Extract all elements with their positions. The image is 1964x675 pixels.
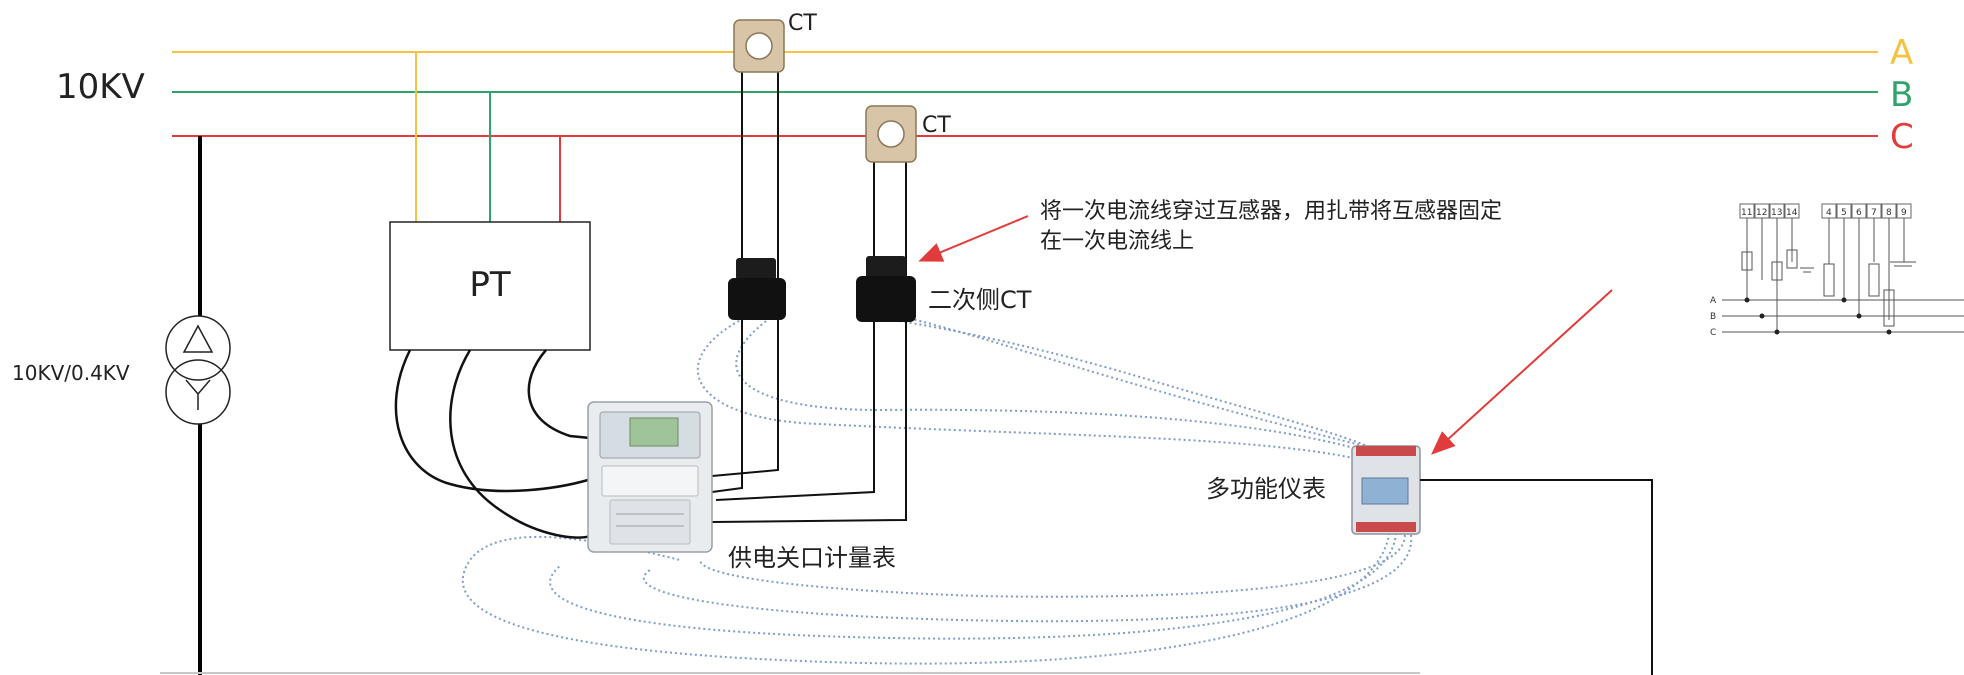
multifunction-meter-label: 多功能仪表 xyxy=(1206,475,1326,503)
wiring-schematic: 11 12 13 14 4 5 6 7 8 9 xyxy=(1710,203,1964,338)
pt-box xyxy=(389,221,591,351)
ct-top-1 xyxy=(733,19,785,73)
terminal-4: 4 xyxy=(1826,208,1832,218)
ct-top-2 xyxy=(865,105,917,163)
terminal-11: 11 xyxy=(1741,208,1752,218)
schematic-phase-b: B xyxy=(1710,312,1716,322)
phase-label-b: B xyxy=(1890,75,1913,115)
meter-output-line xyxy=(1420,479,1653,675)
secondary-ct-2 xyxy=(856,256,916,322)
delta-winding-icon xyxy=(182,324,214,353)
terminal-6: 6 xyxy=(1856,208,1862,218)
busbar-group xyxy=(172,51,1878,137)
schematic-phase-a: A xyxy=(1710,296,1717,306)
voltage-label: 10KV xyxy=(56,67,145,107)
terminal-7: 7 xyxy=(1871,208,1877,218)
wye-winding-icon xyxy=(185,379,211,410)
transformer-symbol xyxy=(165,315,231,425)
ct-top-1-label: CT xyxy=(788,11,817,36)
secondary-ct-label: 二次侧CT xyxy=(928,286,1032,314)
annotation-line-1: 将一次电流线穿过互感器，用扎带将互感器固定 xyxy=(1040,199,1502,224)
secondary-ct-1 xyxy=(728,258,786,320)
gateway-meter xyxy=(587,401,713,553)
terminal-12: 12 xyxy=(1756,208,1767,218)
annotation-line-2: 在一次电流线上 xyxy=(1040,229,1194,254)
terminal-8: 8 xyxy=(1886,208,1892,218)
terminal-13: 13 xyxy=(1771,208,1782,218)
ct-top-2-label: CT xyxy=(922,113,951,138)
pt-to-meter-cables xyxy=(394,349,591,539)
terminal-5: 5 xyxy=(1841,208,1847,218)
phase-label-c: C xyxy=(1890,117,1914,157)
schematic-phase-c: C xyxy=(1710,328,1716,338)
schematic-arrow xyxy=(1431,289,1613,455)
dotted-wiring xyxy=(462,315,1413,665)
terminal-9: 9 xyxy=(1901,208,1907,218)
multifunction-meter xyxy=(1351,445,1421,535)
transformer-label: 10KV/0.4KV xyxy=(12,361,130,385)
gateway-meter-label: 供电关口计量表 xyxy=(728,544,896,572)
ct-to-meter-cables xyxy=(711,72,907,523)
terminal-14: 14 xyxy=(1786,208,1798,218)
annotation-arrow xyxy=(918,215,1029,262)
pt-label: PT xyxy=(469,265,511,305)
phase-label-a: A xyxy=(1890,33,1913,73)
